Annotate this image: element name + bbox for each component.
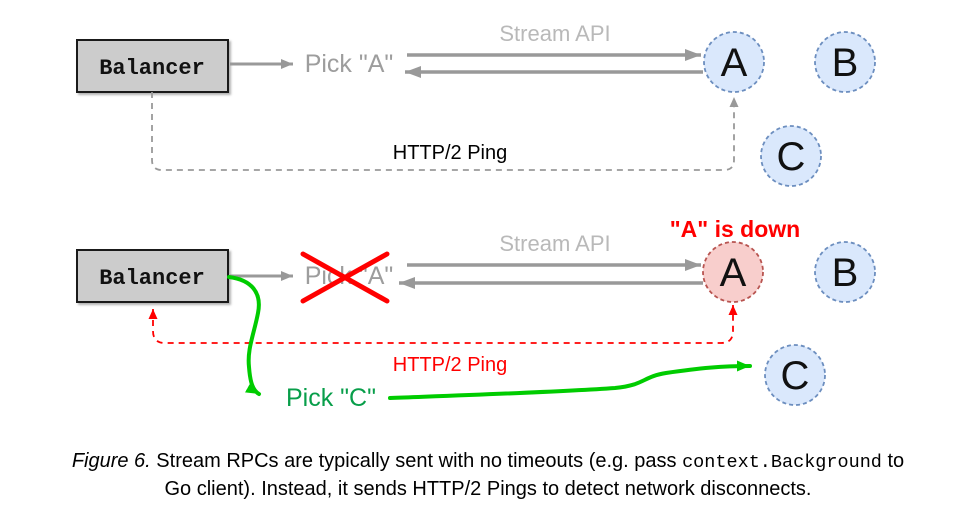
figure-number: Figure 6. [71,450,151,472]
http2-ping-label-red: HTTP/2 Ping [393,354,507,376]
caption-code: context.Background [682,452,882,473]
crossout-x-icon [300,251,390,304]
balancer-diagram: Balancer Pick "A" Stream API HTTP/2 Ping… [76,21,876,412]
http2-ping-path-red [148,305,738,344]
node-a-label: A [721,41,748,85]
node-c-label: C [781,354,810,398]
balancer-label: Balancer [99,56,205,81]
node-c [760,125,822,187]
node-a-label: A [720,251,747,295]
caption-text-3: Go client). Instead, it sends HTTP/2 Pin… [164,478,812,500]
node-b-label: B [832,251,859,295]
http2-ping-label: HTTP/2 Ping [393,142,507,164]
node-a-down [702,241,764,303]
scenario-a-down: Balancer Pick "A" Stream API "A" is down… [76,216,876,412]
caption-text-2: to [881,450,905,472]
pick-a-label: Pick "A" [305,50,394,78]
scenario-normal: Balancer Pick "A" Stream API HTTP/2 Ping… [76,21,876,187]
a-is-down-label: "A" is down [670,216,800,242]
node-b [814,31,876,93]
stream-api-label: Stream API [499,21,610,46]
node-c [764,344,826,406]
balancer-label: Balancer [99,266,205,291]
caption-text-1: Stream RPCs are typically sent with no t… [150,450,683,472]
pick-c-label: Pick "C" [286,384,376,412]
balancer-pick-c-arrow [227,275,261,396]
pick-c-to-node-arrow [388,360,752,400]
http2-ping-path [151,92,739,171]
node-b-label: B [832,41,859,85]
stream-api-label: Stream API [499,231,610,256]
node-b [814,241,876,303]
figure-caption: Figure 6. Stream RPCs are typically sent… [0,448,976,503]
balancer-box [76,249,229,303]
node-c-label: C [777,135,806,179]
node-a [703,31,765,93]
balancer-box [76,39,229,93]
